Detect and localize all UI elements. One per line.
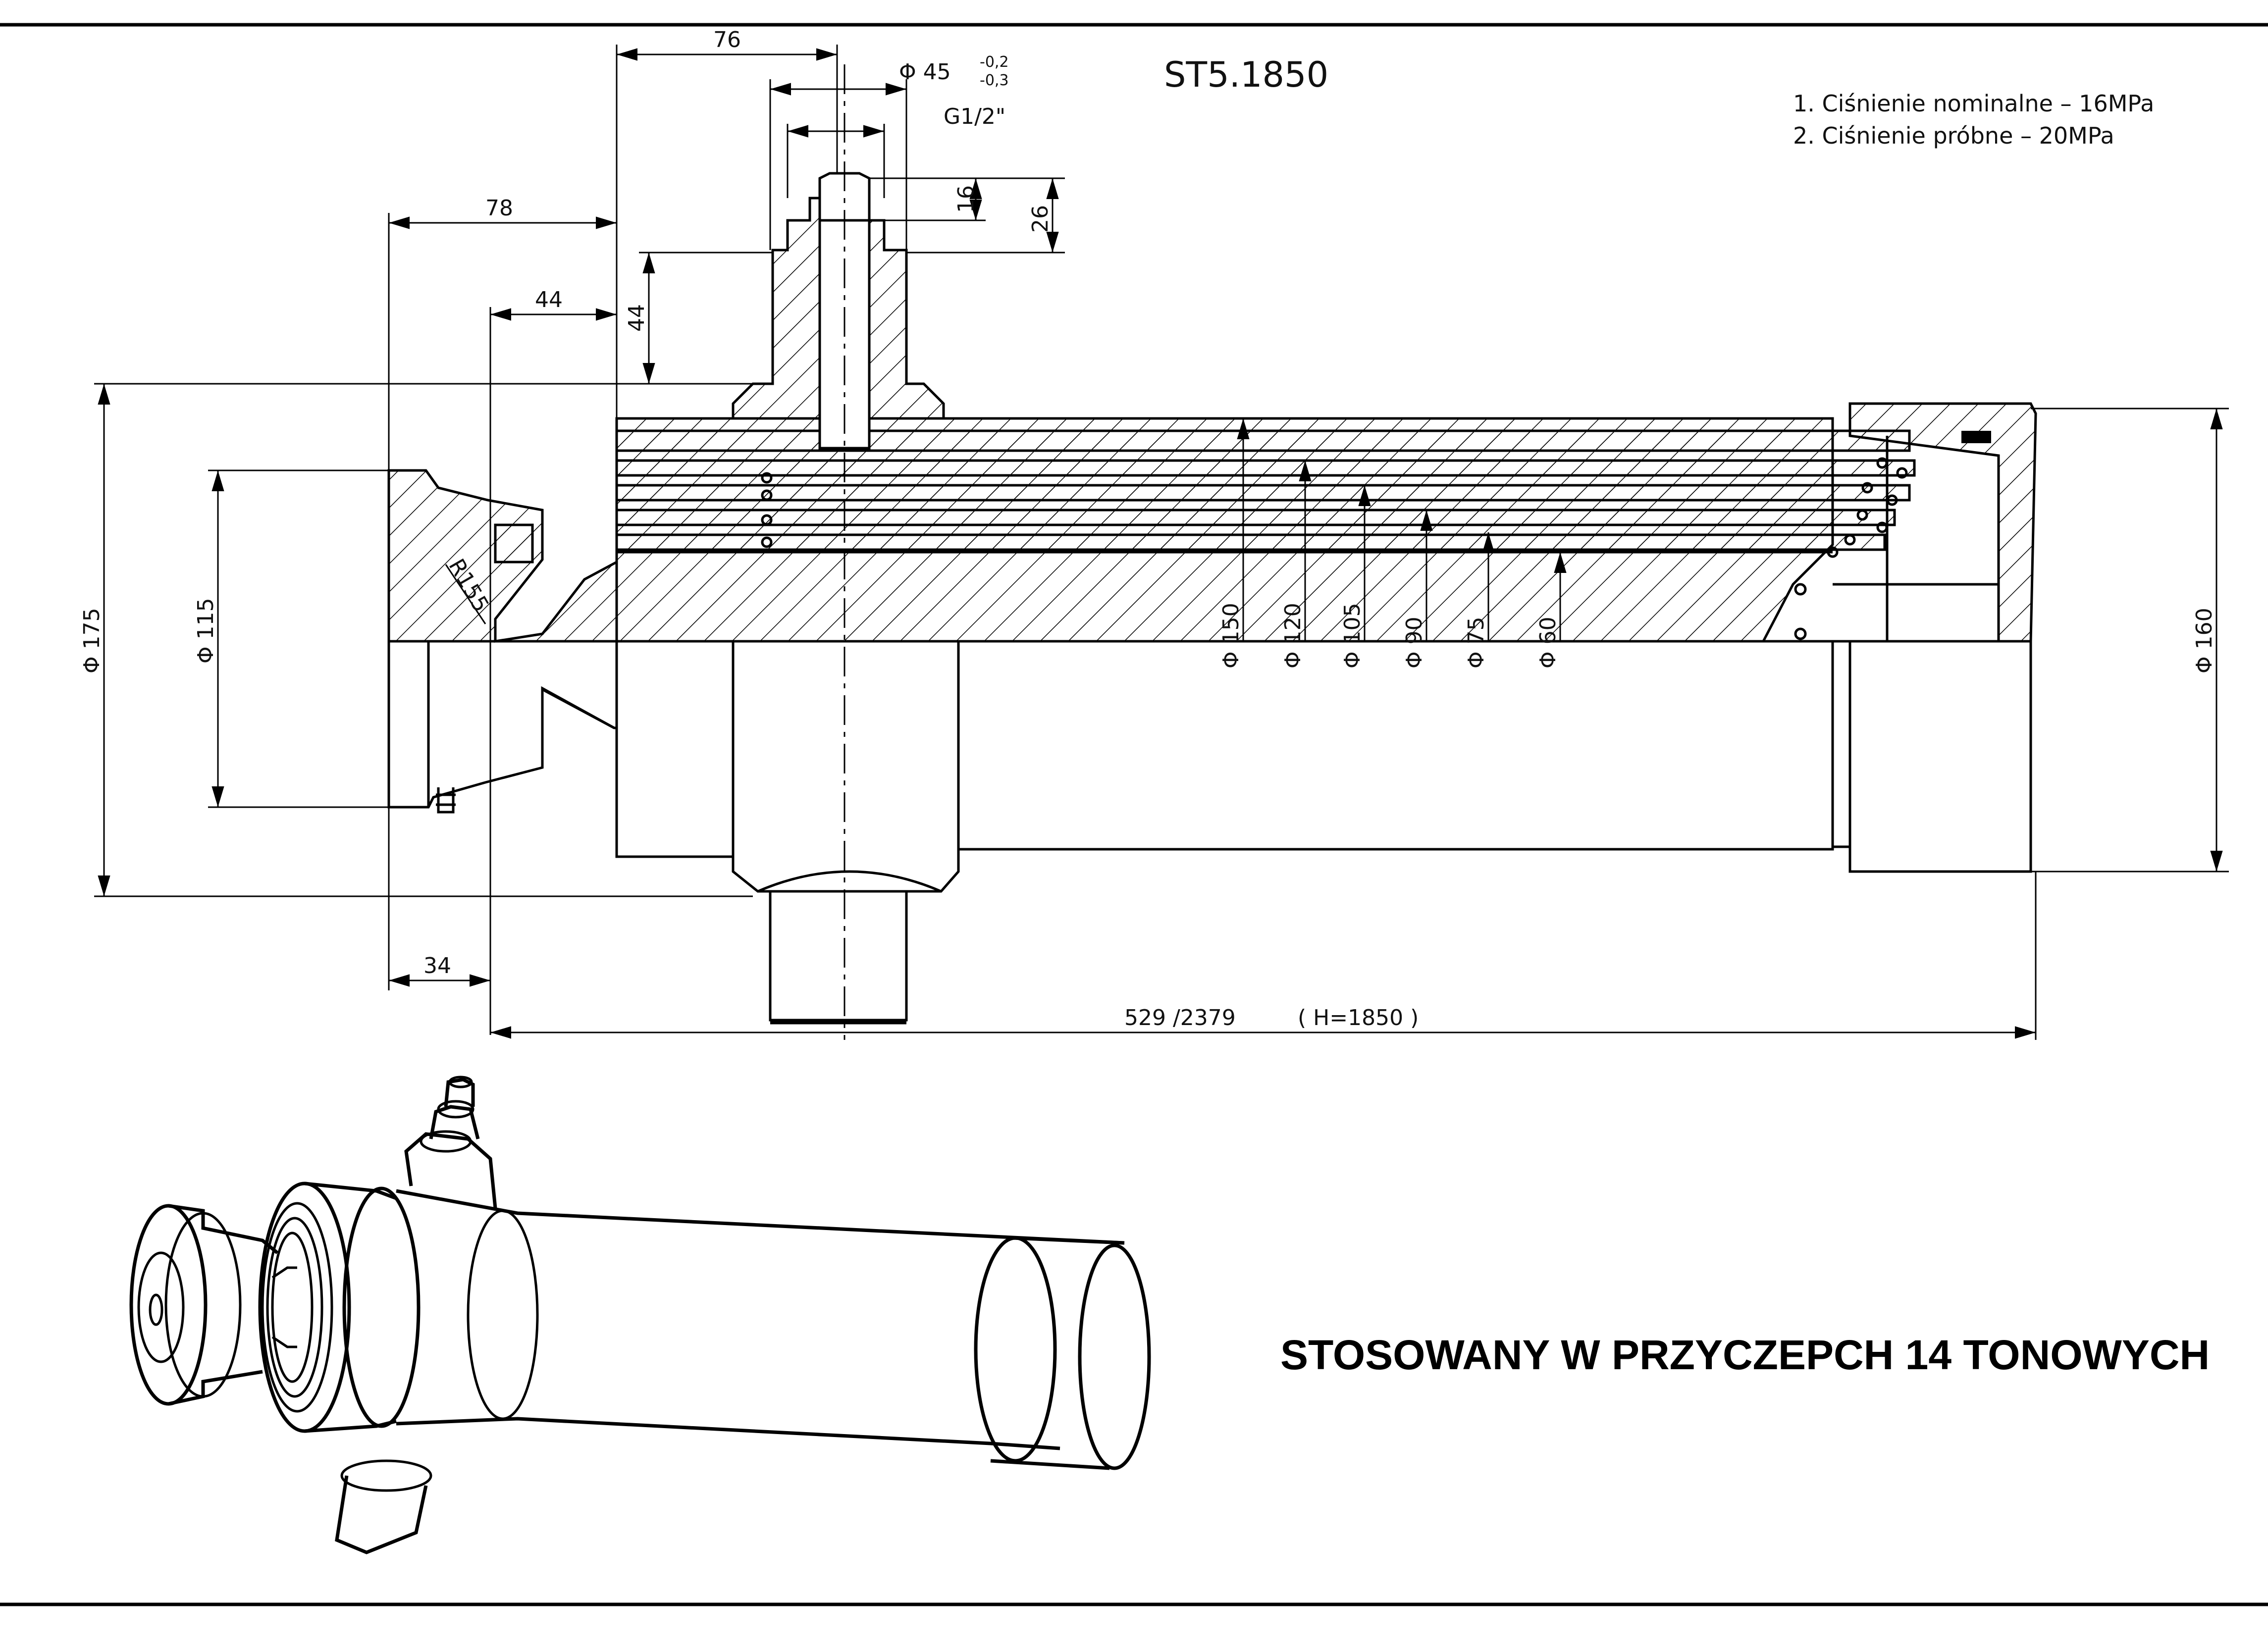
note-nominal-pressure: 1. Ciśnienie nominalne – 16MPa bbox=[1793, 90, 2154, 117]
dim-34: 34 bbox=[423, 953, 451, 978]
dim-stroke: ( H=1850 ) bbox=[1298, 1005, 1419, 1030]
end-seal bbox=[1961, 431, 1991, 443]
iso-end-cap bbox=[974, 1236, 1057, 1463]
note-test-pressure: 2. Ciśnienie próbne – 20MPa bbox=[1793, 122, 2114, 149]
dim-tol-lower: -0,3 bbox=[980, 72, 1009, 89]
dim-16: 16 bbox=[953, 185, 979, 213]
dim-phi-120: Φ 120 bbox=[1280, 603, 1306, 669]
dim-44-horizontal: 44 bbox=[535, 287, 563, 312]
dim-tol-upper: -0,2 bbox=[980, 53, 1009, 71]
grease-nipple-icon bbox=[436, 787, 456, 814]
dim-76: 76 bbox=[713, 27, 741, 52]
base-seal bbox=[494, 523, 534, 564]
telescopic-stages bbox=[615, 429, 1916, 558]
dim-phi-75: Φ 75 bbox=[1464, 617, 1489, 669]
cylinder-3d-view bbox=[129, 1076, 1151, 1554]
usage-caption: STOSOWANY W PRZYCZEPCH 14 TONOWYCH bbox=[1280, 1332, 2210, 1378]
iso-trunnion bbox=[335, 1475, 428, 1554]
trunnion-arc bbox=[757, 870, 942, 893]
base-taper-line bbox=[541, 687, 615, 729]
dim-length: 529 /2379 bbox=[1124, 1005, 1236, 1030]
dim-26: 26 bbox=[1028, 205, 1053, 233]
iso-oil-port bbox=[404, 1132, 497, 1209]
base-lower-outline bbox=[387, 641, 618, 809]
dim-thread: G1/2" bbox=[944, 104, 1005, 129]
stage-150 bbox=[615, 429, 1911, 452]
stage-120 bbox=[615, 459, 1916, 477]
dim-phi-150: Φ 150 bbox=[1218, 603, 1244, 669]
dim-phi-60: Φ 60 bbox=[1535, 617, 1561, 669]
cylinder-lower-outline bbox=[615, 641, 2032, 893]
stage-75 bbox=[615, 533, 1886, 551]
dim-phi-115: Φ 115 bbox=[193, 598, 218, 664]
dim-44-vertical: 44 bbox=[624, 304, 649, 332]
cylinder-section-view bbox=[387, 64, 2037, 1040]
dim-78: 78 bbox=[485, 196, 513, 221]
stage-90 bbox=[615, 509, 1896, 526]
dim-phi-175: Φ 175 bbox=[79, 608, 105, 673]
trunnion-pin bbox=[769, 891, 908, 1022]
drawing-frame bbox=[0, 23, 2268, 1606]
dim-phi-160: Φ 160 bbox=[2192, 608, 2217, 673]
dim-phi-105: Φ 105 bbox=[1340, 603, 1365, 669]
dim-phi-45: Φ 45 bbox=[899, 59, 951, 85]
stage-105 bbox=[615, 484, 1911, 502]
drawing-code: ST5.1850 bbox=[1164, 54, 1328, 95]
base-cap-face bbox=[129, 1204, 208, 1406]
dim-phi-90: Φ 90 bbox=[1402, 617, 1427, 669]
dimension-lines bbox=[94, 45, 2229, 1040]
